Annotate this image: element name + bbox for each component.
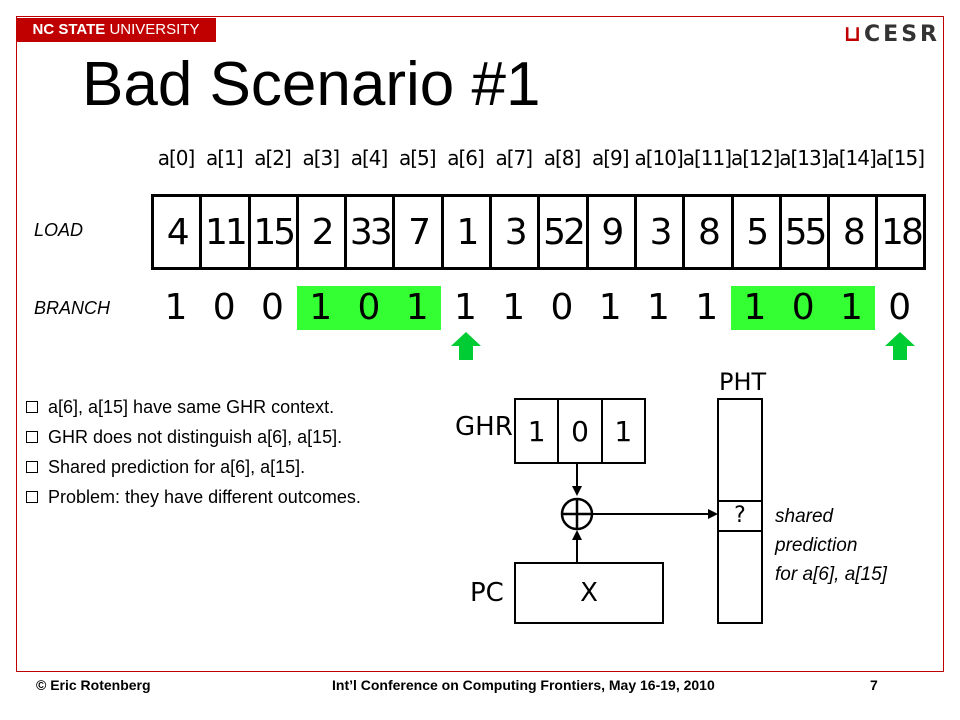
ghr-register: 1 0 1 <box>514 398 646 464</box>
context-highlight <box>296 286 441 330</box>
university-banner: NC STATE UNIVERSITY <box>16 18 216 42</box>
load-cell: 5 <box>734 197 782 267</box>
up-arrow-icon <box>884 332 915 360</box>
branch-bit: 0 <box>357 287 381 328</box>
branch-bit: 1 <box>309 287 333 328</box>
cesr-logo: ⊔CESR <box>844 22 940 47</box>
array-index-label: a[9] <box>591 146 630 170</box>
array-index-label: a[10] <box>634 146 684 170</box>
university-name-rest: UNIVERSITY <box>109 21 200 38</box>
load-cell: 7 <box>395 197 444 267</box>
array-index-label: a[8] <box>543 146 582 170</box>
array-index-label: a[14] <box>827 146 877 170</box>
array-index-label: a[5] <box>398 146 437 170</box>
pc-label: PC <box>470 578 504 608</box>
load-cell: 15 <box>251 197 299 267</box>
branch-bit: 1 <box>695 287 719 328</box>
bullet-text: GHR does not distinguish a[6], a[15]. <box>48 427 343 447</box>
array-index-label: a[6] <box>447 146 485 170</box>
note-line: for a[6], a[15] <box>775 564 887 585</box>
array-index-label: a[15] <box>875 146 925 170</box>
branch-bit: 1 <box>454 287 477 328</box>
load-cell: 4 <box>154 197 203 267</box>
array-index-label: a[2] <box>254 146 292 170</box>
cesr-logo-text: CESR <box>864 22 940 47</box>
load-cell: 3 <box>492 197 541 267</box>
ghr-bit: 1 <box>614 414 633 448</box>
slide-title: Bad Scenario #1 <box>82 50 541 119</box>
checkbox-bullet-icon <box>26 401 38 413</box>
branch-bit: 0 <box>791 287 815 328</box>
note-line: shared <box>775 506 834 527</box>
load-cell: 52 <box>540 197 589 267</box>
load-cell: 33 <box>347 197 396 267</box>
branch-bit: 0 <box>261 287 284 328</box>
shared-prediction-note: shared prediction for a[6], a[15] <box>775 502 887 589</box>
pc-box: X <box>514 562 664 624</box>
cesr-logo-mark: ⊔ <box>843 22 865 47</box>
load-row-label: LOAD <box>34 220 84 240</box>
ghr-label: GHR <box>455 412 513 442</box>
branch-row-label: BRANCH <box>34 298 111 318</box>
array-index-label: a[4] <box>350 146 389 170</box>
up-arrow-icon <box>450 332 481 360</box>
bullet-item: Problem: they have different outcomes. <box>26 482 361 512</box>
branch-bit: 1 <box>647 287 670 328</box>
bullet-text: Problem: they have different outcomes. <box>48 487 361 507</box>
load-cell: 1 <box>444 197 493 267</box>
array-index-label: a[11] <box>682 146 732 170</box>
branch-bit: 1 <box>840 287 863 328</box>
xor-icon <box>560 497 594 531</box>
bullet-text: a[6], a[15] have same GHR context. <box>48 397 335 417</box>
load-cell: 9 <box>589 197 637 267</box>
context-highlight <box>731 286 875 330</box>
load-cell: 18 <box>881 211 924 253</box>
bullet-item: Shared prediction for a[6], a[15]. <box>26 452 361 482</box>
branch-bit: 1 <box>405 287 429 328</box>
footer-conference: Int’l Conference on Computing Frontiers,… <box>332 677 715 693</box>
checkbox-bullet-icon <box>26 431 38 443</box>
array-index-label: a[7] <box>495 146 533 170</box>
ghr-bit: 1 <box>516 400 560 462</box>
branch-bit: 0 <box>550 287 574 328</box>
bullet-list: a[6], a[15] have same GHR context. GHR d… <box>26 392 361 512</box>
branch-bit: 1 <box>598 287 622 328</box>
bullet-item: GHR does not distinguish a[6], a[15]. <box>26 422 361 452</box>
branch-bit: 0 <box>888 287 912 328</box>
load-cell: 2 <box>299 197 348 267</box>
load-cell: 55 <box>782 197 831 267</box>
array-index-label: a[12] <box>731 146 780 170</box>
pht-entry: ? <box>719 500 761 532</box>
array-index-label: a[13] <box>779 146 828 170</box>
bullet-text: Shared prediction for a[6], a[15]. <box>48 457 306 477</box>
array-index-label: a[3] <box>302 146 340 170</box>
load-cell: 11 <box>202 197 251 267</box>
university-name-bold: NC STATE <box>32 21 106 38</box>
array-index-label: a[0] <box>157 146 196 170</box>
pht-table: ? <box>717 398 763 624</box>
pht-label: PHT <box>719 368 767 396</box>
branch-bit: 1 <box>502 287 526 328</box>
branch-bit: 0 <box>212 287 236 328</box>
footer-page-number: 7 <box>870 677 878 693</box>
checkbox-bullet-icon <box>26 491 38 503</box>
load-cell: 3 <box>637 197 686 267</box>
note-line: prediction <box>775 535 858 556</box>
footer-author: © Eric Rotenberg <box>36 677 151 693</box>
branch-bit: 1 <box>743 287 767 328</box>
load-cell: 8 <box>830 197 879 267</box>
checkbox-bullet-icon <box>26 461 38 473</box>
array-index-label: a[1] <box>205 146 244 170</box>
bullet-item: a[6], a[15] have same GHR context. <box>26 392 361 422</box>
slide-frame <box>16 16 944 672</box>
ghr-bit: 0 <box>559 400 603 462</box>
load-cell: 8 <box>685 197 734 267</box>
branch-bit: 1 <box>164 287 188 328</box>
